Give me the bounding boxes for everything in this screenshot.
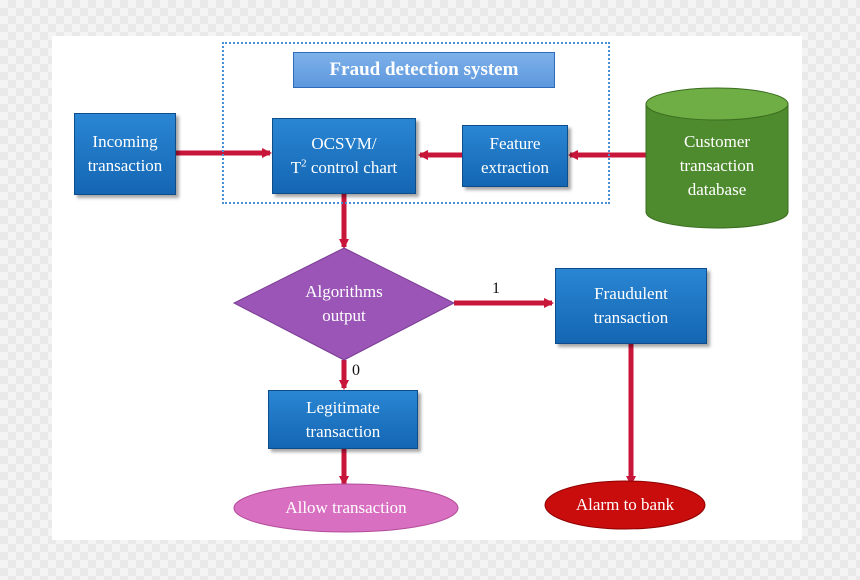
legitimate-transaction-box: Legitimate transaction xyxy=(268,390,418,449)
fraudulent-line-1: Fraudulent xyxy=(594,284,668,303)
system-boundary xyxy=(222,42,610,204)
database-line-1: Customer xyxy=(683,132,751,151)
fraudulent-line-2: transaction xyxy=(593,308,669,327)
alarm-ellipse xyxy=(544,480,706,530)
ocsvm-line-1: OCSVM/ xyxy=(311,134,377,153)
decision-diamond xyxy=(232,247,456,361)
alarm-label: Alarm to bank xyxy=(575,495,675,514)
feature-line-2: extraction xyxy=(481,158,549,177)
database-cylinder xyxy=(645,87,789,229)
database-label: Customer transaction database xyxy=(646,124,788,208)
fraud-branch-label: 1 xyxy=(492,280,500,297)
decision-line-1: Algorithms xyxy=(305,282,383,301)
incoming-line-1: Incoming xyxy=(92,132,158,151)
legitimate-line-2: transaction xyxy=(305,421,381,441)
ocsvm-superscript: 2 xyxy=(301,157,307,170)
database-line-3: database xyxy=(687,180,747,199)
ocsvm-line-2: T2 control chart xyxy=(291,156,398,180)
fraudulent-transaction-box: Fraudulent transaction xyxy=(555,268,707,344)
system-title: Fraud detection system xyxy=(293,52,555,88)
legit-branch-label: 0 xyxy=(352,362,360,379)
feature-line-1: Feature xyxy=(489,134,541,153)
decision-line-2: output xyxy=(322,306,366,325)
feature-extraction-box: Feature extraction xyxy=(462,125,568,187)
ocsvm-box: OCSVM/ T2 control chart xyxy=(272,118,416,194)
decision-label: Algorithms output xyxy=(264,278,424,330)
database-line-2: transaction xyxy=(679,156,755,175)
ocsvm-rest: control chart xyxy=(306,158,398,177)
allow-ellipse xyxy=(233,483,459,533)
ocsvm-t: T xyxy=(290,158,302,177)
incoming-line-2: transaction xyxy=(87,156,163,175)
legitimate-line-1: Legitimate xyxy=(306,397,380,417)
incoming-transaction-box: Incoming transaction xyxy=(74,113,176,195)
allow-label: Allow transaction xyxy=(285,498,407,517)
